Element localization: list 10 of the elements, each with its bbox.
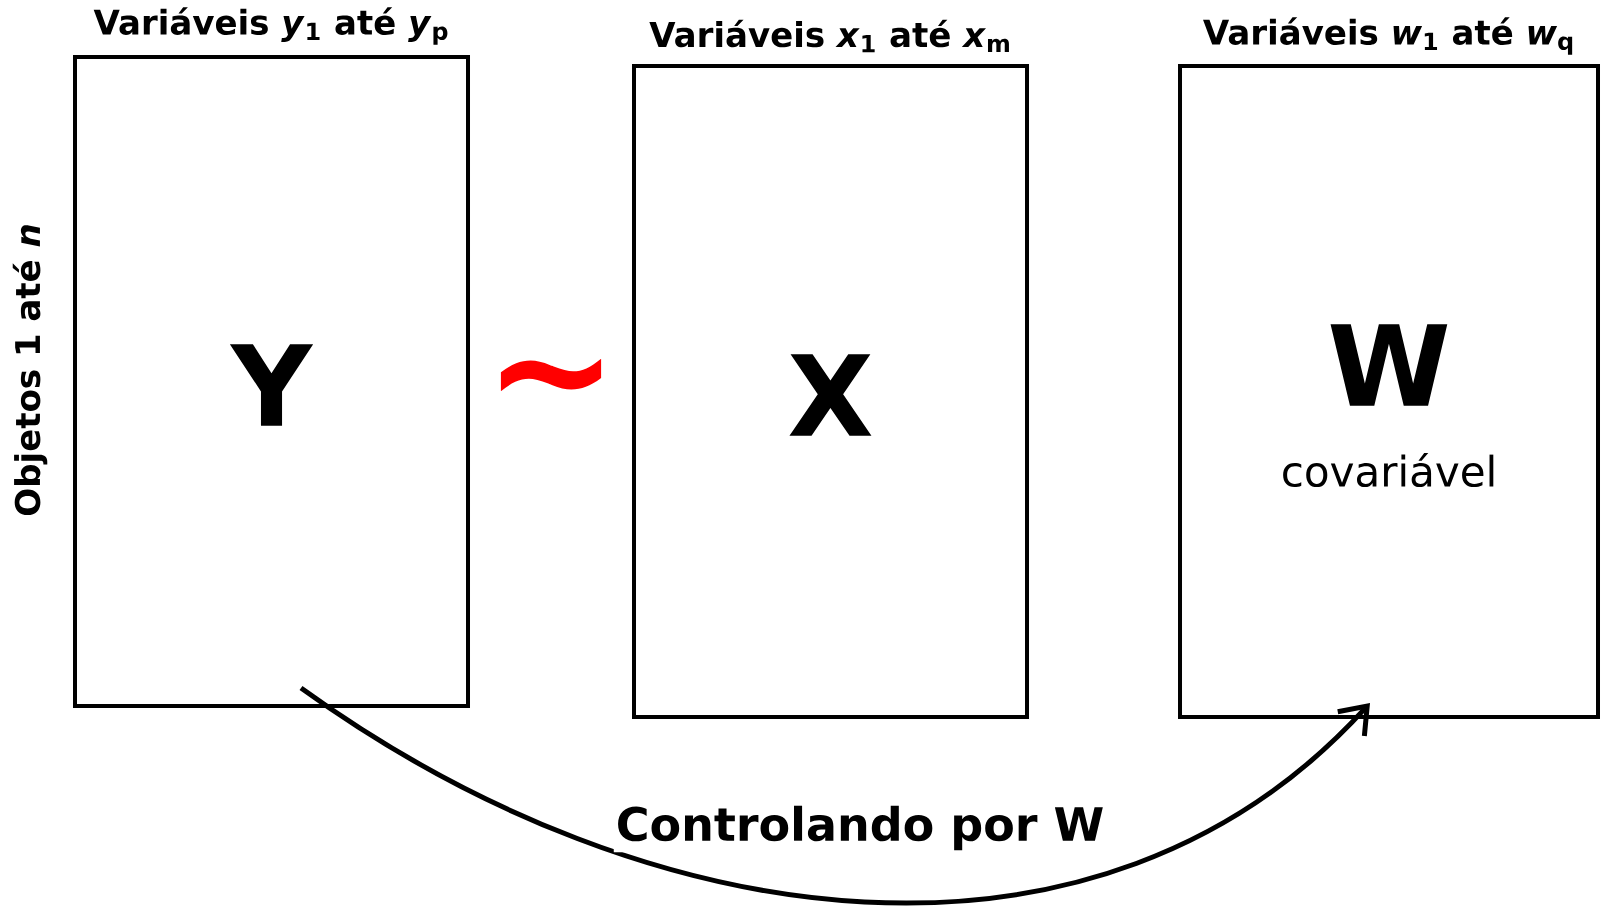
edge-label: Controlando por W	[613, 803, 1107, 853]
matrix-caption: covariável	[1283, 452, 1494, 488]
column-heading: Variáveis y$_{1}$ até y$_{p}$	[93, 7, 448, 45]
tilde-symbol: ~	[500, 358, 602, 392]
column-heading: Variáveis x$_{1}$ até x$_{m}$	[649, 19, 1009, 53]
matrix-letter: X	[789, 354, 872, 436]
column-heading: Variáveis w$_{1}$ até w$_{q}$	[1203, 17, 1573, 55]
matrix-letter: Y	[229, 344, 314, 426]
matrix-letter: W	[1330, 324, 1448, 406]
curved-arrow	[299, 685, 1370, 905]
